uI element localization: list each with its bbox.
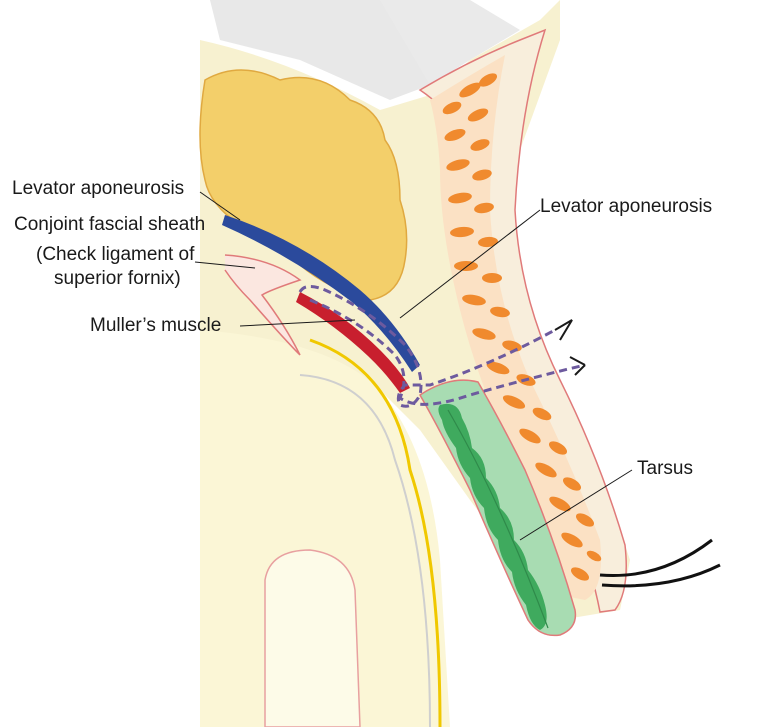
globe-tissue <box>200 330 450 727</box>
leader-muller <box>239 319 356 327</box>
conjunctiva-edge <box>309 338 442 727</box>
leader-conjoint <box>194 261 256 269</box>
tarsal-gland <box>438 403 547 630</box>
label-levator-aponeurosis-left: Levator aponeurosis <box>12 178 185 199</box>
cornea-shape <box>264 549 361 727</box>
label-conjoint-line3: superior fornix) <box>54 268 181 289</box>
conjoint-fascial-sheath <box>224 254 302 356</box>
tarsal-gland-duct <box>447 409 549 629</box>
leader-levator-left <box>199 191 241 221</box>
muller-muscle <box>296 292 410 393</box>
leader-levator-right <box>399 209 541 319</box>
label-conjoint-line1: Conjoint fascial sheath <box>14 214 206 235</box>
inner-globe <box>299 374 431 727</box>
orbicularis-band <box>430 55 601 600</box>
label-tarsus: Tarsus <box>637 458 693 479</box>
label-muller-muscle: Muller’s muscle <box>90 315 222 336</box>
eyelash-2 <box>601 563 721 588</box>
dashed-surgical-path <box>298 285 556 408</box>
arrow-head-upper <box>554 319 573 341</box>
eyelash-1 <box>599 538 713 578</box>
dashed-surgical-path-2 <box>309 298 586 406</box>
arrow-head-lower <box>569 356 586 376</box>
orbital-rim <box>380 0 520 85</box>
levator-aponeurosis <box>222 215 420 372</box>
label-conjoint-line2: (Check ligament of <box>36 244 195 265</box>
orbicularis-fibers <box>442 73 602 581</box>
leader-tarsus <box>519 469 633 541</box>
label-levator-aponeurosis-right: Levator aponeurosis <box>540 196 713 217</box>
